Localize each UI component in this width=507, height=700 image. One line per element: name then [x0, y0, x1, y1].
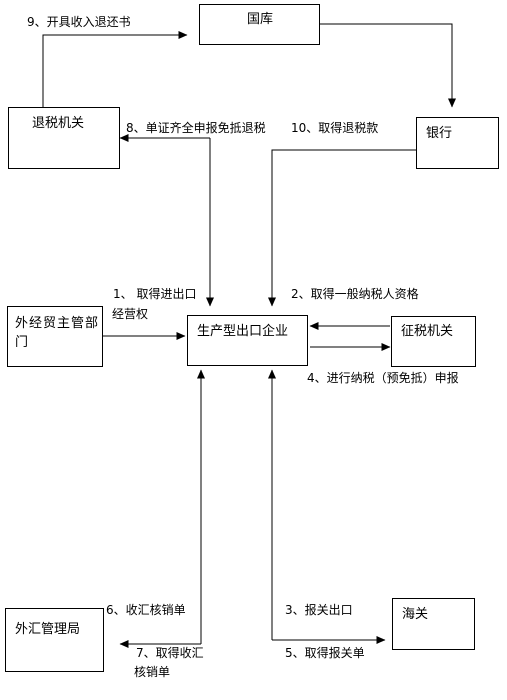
node-tuishui-jiguan: 退税机关	[8, 107, 120, 169]
node-waijingmao: 外经贸主管部门	[7, 306, 103, 367]
arrow-guoku-to-yinhang	[320, 23, 456, 108]
node-yinhang: 银行	[416, 117, 499, 169]
node-haiguan: 海关	[392, 598, 475, 650]
edge-label-e1-line2: 经营权	[112, 307, 149, 321]
node-guoku-label: 国库	[247, 12, 274, 27]
edge-label-e6: 6、收汇核销单	[106, 603, 186, 617]
edge-label-e10: 10、取得退税款	[291, 121, 379, 135]
node-waihui-guanliju-label: 外汇管理局	[15, 622, 81, 637]
edge-label-e4: 4、进行纳税（预免抵）申报	[307, 371, 459, 385]
node-waijingmao-label: 外经贸主管部门	[15, 316, 100, 350]
node-haiguan-label: 海关	[402, 607, 429, 622]
node-zhengshui-jiguan-label: 征税机关	[401, 324, 454, 339]
edge-label-e1-line1: 1、 取得进出口	[113, 287, 197, 301]
node-zhengshui-jiguan: 征税机关	[391, 316, 476, 367]
edge-label-e3: 3、报关出口	[285, 603, 353, 617]
edge-label-e5: 5、取得报关单	[285, 646, 365, 660]
edge-label-e2: 2、取得一般纳税人资格	[291, 287, 419, 301]
node-qiye: 生产型出口企业	[187, 315, 308, 366]
arrow-e9	[42, 31, 188, 107]
node-waihui-guanliju: 外汇管理局	[5, 608, 104, 672]
arrow-e10	[268, 149, 416, 307]
node-tuishui-jiguan-label: 退税机关	[32, 116, 85, 131]
node-yinhang-label: 银行	[426, 126, 453, 141]
node-guoku: 国库	[199, 4, 320, 45]
edge-label-e7-line2: 核销单	[134, 665, 171, 679]
edge-label-e9: 9、开具收入退还书	[27, 15, 131, 29]
node-qiye-label: 生产型出口企业	[197, 324, 289, 339]
edge-label-e7-line1: 7、取得收汇	[136, 646, 204, 660]
edge-label-e8: 8、单证齐全申报免抵退税	[126, 121, 266, 135]
